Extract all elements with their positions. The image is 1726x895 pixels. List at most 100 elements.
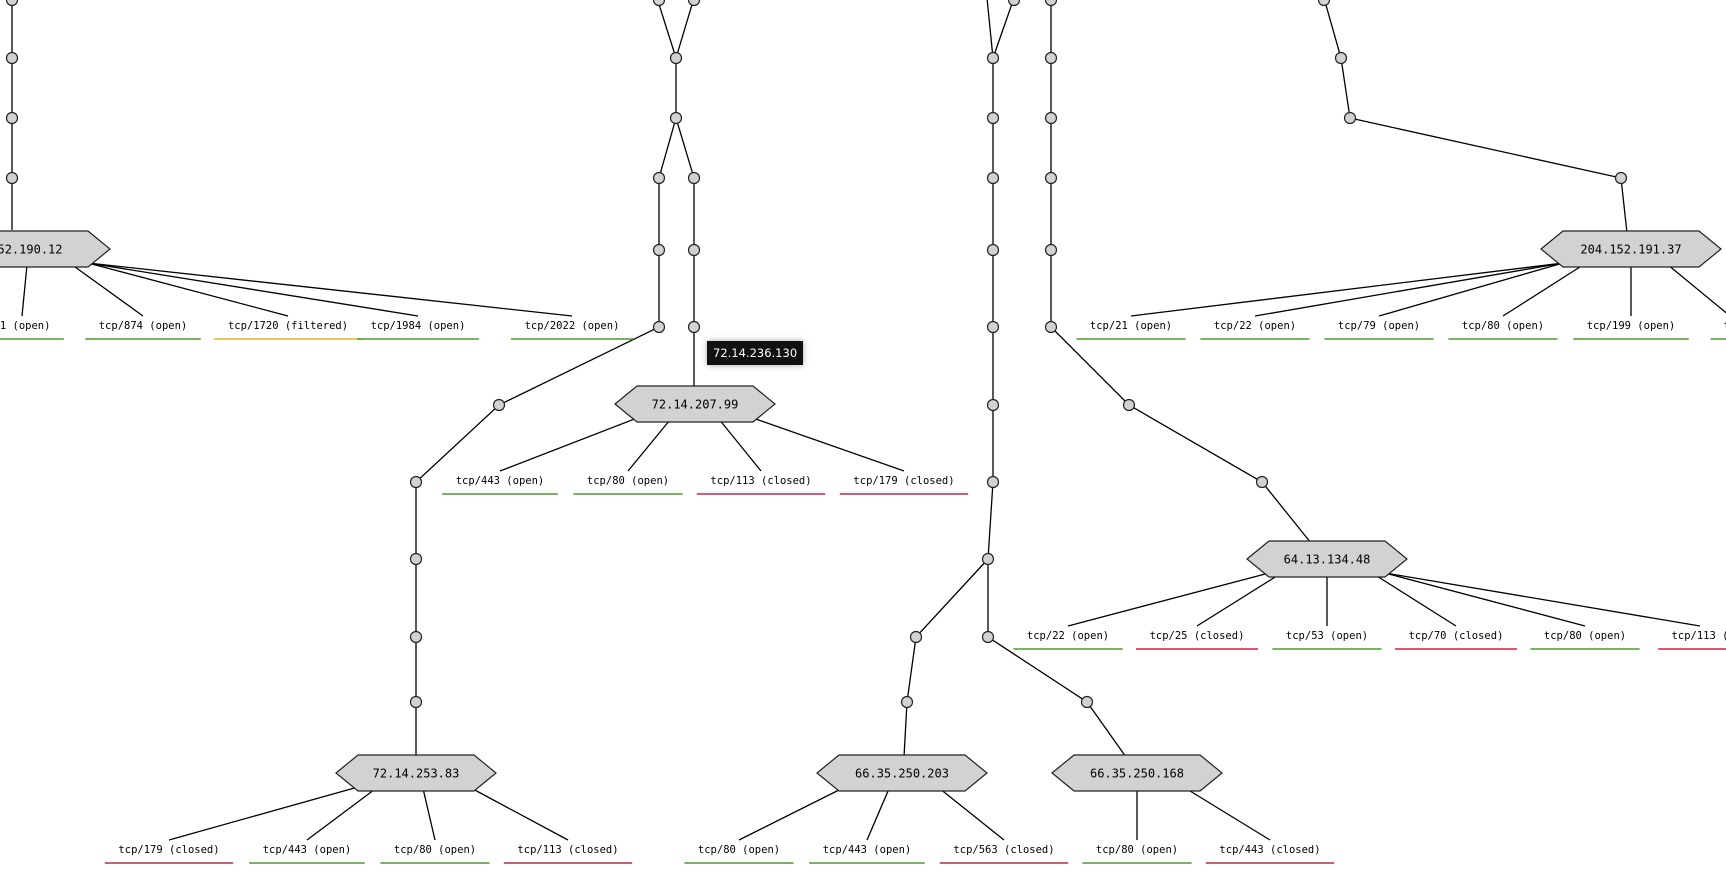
port-label: tcp/179 (closed) (118, 844, 219, 856)
hop-node[interactable] (981, 552, 995, 566)
hop-node[interactable] (409, 552, 423, 566)
port-label: tcp/80 (open) (1462, 320, 1544, 332)
hop-node[interactable] (986, 171, 1000, 185)
route-edge (1050, 0, 1312, 544)
hop-node[interactable] (1044, 0, 1058, 7)
port-edge (1183, 786, 1271, 841)
hop-node[interactable] (986, 475, 1000, 489)
host-node[interactable] (816, 754, 988, 792)
hop-node[interactable] (687, 320, 701, 334)
hop-node[interactable] (669, 111, 683, 125)
port-label: tcp/179 (closed) (853, 475, 954, 487)
hop-node[interactable] (986, 320, 1000, 334)
port-edge (1378, 262, 1564, 317)
hop-node[interactable] (652, 0, 666, 7)
hop-node[interactable] (5, 171, 19, 185)
host-label: 66.35.250.203 (855, 767, 949, 781)
hop-node[interactable] (652, 171, 666, 185)
port-edge (499, 417, 638, 472)
port-edge (1384, 572, 1701, 627)
host-label: 72.14.207.99 (652, 398, 739, 412)
host-node[interactable] (1051, 754, 1223, 792)
port-edge (468, 786, 569, 841)
hop-node[interactable] (1343, 111, 1357, 125)
hop-node[interactable] (986, 51, 1000, 65)
port-edge (627, 417, 673, 472)
port-label: tcp/443 (open) (263, 844, 352, 856)
hop-node[interactable] (986, 243, 1000, 257)
route-edge (992, 0, 1014, 59)
port-edge (1665, 262, 1726, 314)
route-edge (656, 0, 677, 59)
hop-node[interactable] (1007, 0, 1021, 7)
port-label: tcp/1720 (filtered) (228, 320, 348, 332)
hop-node[interactable] (669, 51, 683, 65)
host-node[interactable] (614, 385, 776, 423)
hop-node[interactable] (5, 51, 19, 65)
port-edge (1067, 572, 1270, 627)
hop-node[interactable] (1044, 171, 1058, 185)
host-node[interactable] (1540, 230, 1722, 268)
hop-node[interactable] (981, 630, 995, 644)
port-edges (21, 262, 1726, 841)
port-edge (306, 786, 379, 841)
hop-node[interactable] (409, 475, 423, 489)
port-label: tcp/80 (open) (698, 844, 780, 856)
hop-node[interactable] (687, 171, 701, 185)
port-label: tcp/1984 (open) (371, 320, 466, 332)
hop-node[interactable] (986, 398, 1000, 412)
host-node[interactable] (1246, 540, 1408, 578)
route-edge (986, 0, 994, 59)
hop-node[interactable] (492, 398, 506, 412)
host-tooltip: 72.14.236.130 (707, 341, 804, 365)
port-edge (69, 262, 144, 317)
port-label: tcp/80 (open) (394, 844, 476, 856)
hop-node[interactable] (1614, 171, 1628, 185)
hop-node[interactable] (1334, 51, 1348, 65)
hop-node[interactable] (687, 0, 701, 7)
port-edge (1196, 572, 1282, 627)
host-node[interactable] (0, 230, 111, 268)
hop-node[interactable] (1044, 111, 1058, 125)
route-edge (415, 117, 677, 757)
hop-node[interactable] (909, 630, 923, 644)
port-edge (1254, 262, 1564, 317)
hop-node[interactable] (986, 111, 1000, 125)
hop-node[interactable] (5, 0, 19, 7)
port-label: tcp/22 (open) (1027, 630, 1109, 642)
hop-node[interactable] (1044, 320, 1058, 334)
hop-node[interactable] (409, 630, 423, 644)
hop-node[interactable] (1255, 475, 1269, 489)
port-edge (422, 786, 436, 841)
port-edge (87, 262, 289, 317)
hop-node[interactable] (1044, 51, 1058, 65)
port-labels: 71 (open)tcp/874 (open)tcp/1720 (filtere… (0, 320, 1726, 864)
port-edge (866, 786, 891, 841)
port-label: tcp/80 (open) (1544, 630, 1626, 642)
host-label: 64.13.134.48 (1284, 553, 1371, 567)
route-edge (1323, 0, 1628, 234)
hop-node[interactable] (1044, 243, 1058, 257)
hop-node[interactable] (5, 111, 19, 125)
hop-node[interactable] (687, 243, 701, 257)
hop-node[interactable] (409, 695, 423, 709)
hop-node[interactable] (1080, 695, 1094, 709)
port-label: tcp/79 (open) (1338, 320, 1420, 332)
host-label: 66.35.250.168 (1090, 767, 1184, 781)
host-label: 204.152.191.37 (1580, 243, 1681, 257)
hop-node[interactable] (1122, 398, 1136, 412)
port-label: tcp/21 (open) (1090, 320, 1172, 332)
port-label: tcp/443 (open) (823, 844, 912, 856)
hop-node[interactable] (900, 695, 914, 709)
host-node[interactable] (335, 754, 497, 792)
port-edge (717, 417, 762, 472)
port-label: tcp/874 (open) (99, 320, 188, 332)
route-edge (903, 558, 989, 758)
port-edge (752, 417, 905, 472)
hop-node[interactable] (652, 320, 666, 334)
hop-nodes[interactable] (5, 0, 1628, 709)
hop-node[interactable] (652, 243, 666, 257)
hop-node[interactable] (1317, 0, 1331, 7)
